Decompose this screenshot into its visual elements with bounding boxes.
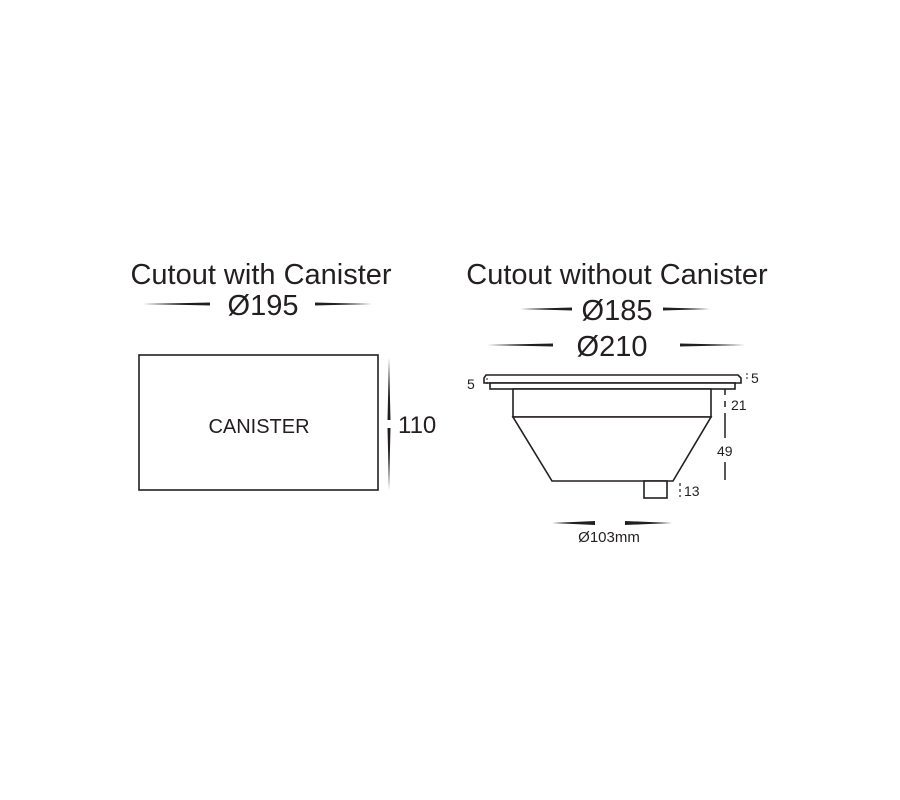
left-title: Cutout with Canister: [130, 259, 391, 291]
cutout-with-canister: Cutout with Canister Ø195 CANISTER 110: [130, 259, 436, 491]
height-arrow-bottom: [387, 428, 391, 490]
flange-right-dim: 5: [751, 370, 759, 386]
dimension-arrow-left: [487, 343, 553, 347]
body-upper: [512, 388, 712, 418]
cutout-diameter: Ø185: [582, 295, 653, 327]
flange-left-dim: 5: [467, 376, 475, 392]
canister-box: [138, 354, 379, 491]
dimension-arrow-left: [552, 521, 595, 525]
nozzle: [643, 480, 668, 499]
dimension-arrow-right: [315, 302, 372, 306]
height-arrow-top: [387, 358, 391, 420]
dimension-arrow-right: [663, 307, 710, 311]
bottom-diameter: Ø103mm: [578, 529, 640, 546]
dimension-arrow-left: [143, 302, 210, 306]
right-title: Cutout without Canister: [466, 259, 768, 291]
body-height: 49: [717, 443, 733, 459]
canister-label: CANISTER: [208, 416, 309, 438]
dimension-arrow-left: [520, 307, 572, 311]
cutout-without-canister: Cutout without Canister Ø185 Ø210 5 5 21…: [466, 259, 768, 546]
left-diameter: Ø195: [228, 290, 299, 322]
flange-top: [483, 374, 742, 384]
upper-height: 21: [731, 397, 747, 413]
dimension-arrow-right: [680, 343, 745, 347]
flange-rim: [489, 382, 736, 390]
flange-diameter: Ø210: [577, 331, 648, 363]
canister-height: 110: [398, 412, 436, 439]
body-cone: [511, 416, 713, 482]
dimension-arrow-right: [625, 521, 672, 525]
nozzle-height: 13: [684, 483, 700, 499]
